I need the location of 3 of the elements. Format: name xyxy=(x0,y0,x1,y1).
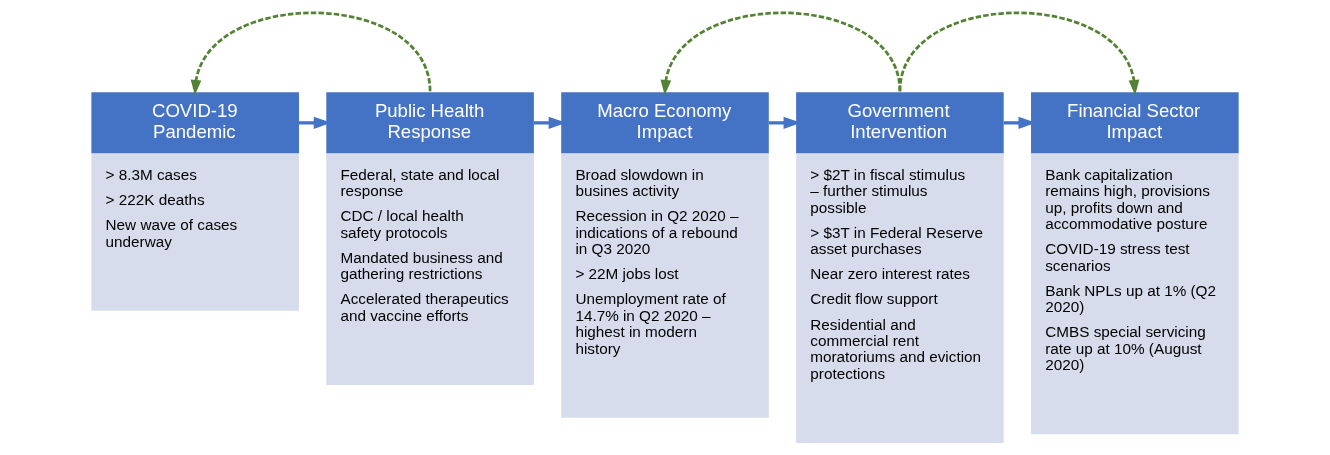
arrow xyxy=(660,11,902,96)
arrow xyxy=(898,11,1140,96)
arrow xyxy=(190,11,432,96)
